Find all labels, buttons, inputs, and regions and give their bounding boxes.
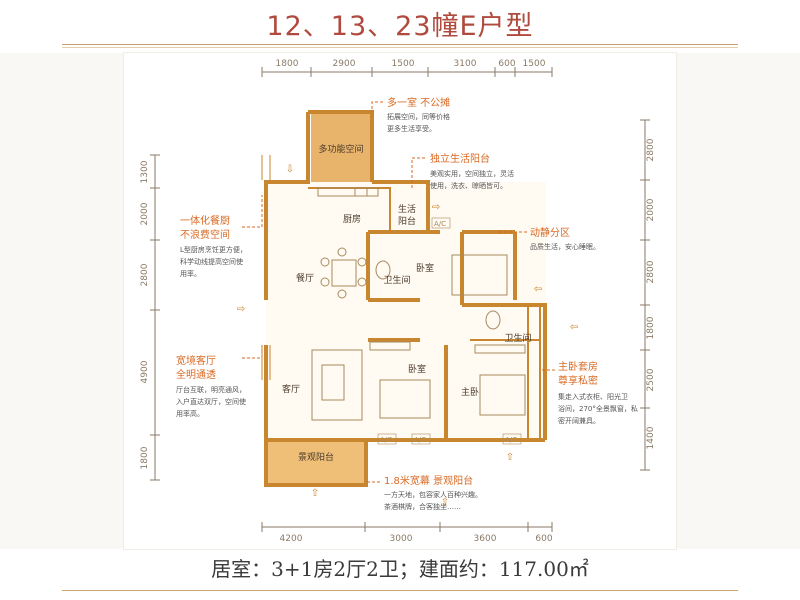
dim-left-2: 2000 [140, 202, 150, 225]
anno-6-body-2: 浴间，270°全景飘窗，私 [558, 404, 638, 413]
dim-top-4: 3100 [454, 59, 477, 69]
svg-text:A/C: A/C [414, 436, 426, 444]
title-divider-secondary [62, 47, 738, 48]
room-balcony-life-2: 阳台 [398, 215, 416, 227]
anno-7-body-2: 茶酒棋牌，合客独坐…… [384, 502, 461, 511]
annotation-living: 宽境客厅 全明通透 厅台互联，明亮通风， 入户直达双厅，空间使 用率高。 [176, 354, 246, 418]
dim-right-3: 2800 [646, 260, 656, 283]
page-title: 12、13、23幢E户型 [266, 11, 534, 42]
svg-text:⇦: ⇦ [534, 284, 542, 295]
anno-6-title2: 尊享私密 [558, 374, 598, 387]
dim-top-5: 600 [498, 59, 515, 69]
unit-summary: 居室：3+1房2厅2卫；建面约：117.00㎡ [211, 557, 589, 581]
airflow-arrows: ⇩ ⇨ ⇦ ⇦ ⇨ ⇧ ⇧ ⇧ [237, 164, 578, 508]
anno-4-body-1: L型厨房烹饪更方便， [180, 245, 247, 254]
dim-right-1: 2800 [646, 138, 656, 161]
anno-4-body-2: 科学动线提高空间使 [180, 257, 243, 266]
anno-6-body-1: 集走入式衣柜、阳光卫 [558, 392, 628, 401]
dim-left-5: 1800 [140, 446, 150, 469]
anno-6-body-3: 密开阔兼具。 [558, 416, 600, 425]
left-margin [0, 53, 124, 549]
svg-text:A/C: A/C [434, 220, 446, 228]
dimension-bottom: 4200 3000 3600 600 [261, 522, 553, 544]
room-living: 客厅 [282, 383, 300, 395]
right-margin [676, 53, 800, 549]
dimension-right: 2800 2000 2800 1800 2500 1400 [640, 119, 656, 471]
view-balcony-room [266, 440, 366, 483]
anno-4-body-3: 用率。 [180, 269, 201, 278]
annotation-master: 主卧套房 尊享私密 集走入式衣柜、阳光卫 浴间，270°全景飘窗，私 密开阔兼具… [558, 360, 638, 425]
multi-function-room [311, 112, 371, 182]
anno-2-body-1: 美观实用，空间独立，灵活 [430, 169, 514, 178]
anno-1-title: 多一室 不公摊 [387, 96, 450, 109]
dim-right-6: 1400 [646, 426, 656, 449]
dim-right-2: 2000 [646, 198, 656, 221]
dim-right-4: 1800 [646, 316, 656, 339]
svg-text:A/C: A/C [380, 436, 392, 444]
floor-area [266, 182, 546, 440]
svg-text:A/C: A/C [505, 436, 517, 444]
dim-right-5: 2500 [646, 368, 656, 391]
annotation-life-balcony: 独立生活阳台 美观实用，空间独立，灵活 使用，洗衣、晾晒皆可。 [430, 152, 514, 190]
dim-top-1: 1800 [276, 59, 299, 69]
dim-left-3: 2800 [140, 263, 150, 286]
anno-4-title: 一体化餐厨 [180, 214, 230, 227]
svg-text:⇧: ⇧ [506, 452, 514, 463]
anno-5-title2: 全明通透 [176, 368, 216, 381]
room-bath2: 卫生间 [504, 332, 531, 344]
dimension-top: 1800 2900 1500 3100 600 1500 [261, 59, 553, 77]
title-divider [62, 44, 738, 45]
annotation-view-balcony: 1.8米宽幕 景观阳台 一方天地，包容家人百种兴趣。 茶酒棋牌，合客独坐…… [384, 474, 482, 511]
room-labels: 多功能空间 厨房 生活 阳台 卫生间 卧室 餐厅 卫生间 客厅 卧室 主卧 景观… [282, 143, 532, 463]
room-bedroom1: 卧室 [416, 262, 434, 274]
walls [264, 110, 547, 487]
ac-labels: A/C A/C A/C A/C [377, 217, 522, 445]
dim-bottom-4: 600 [535, 534, 552, 544]
annotation-zoning: 动静分区 品质生活，安心睡眠。 [530, 226, 600, 251]
anno-7-body-1: 一方天地，包容家人百种兴趣。 [384, 490, 482, 499]
dim-top-6: 1500 [523, 59, 546, 69]
svg-text:⇨: ⇨ [237, 304, 245, 315]
anno-5-body-3: 用率高。 [176, 409, 204, 418]
anno-6-title: 主卧套房 [558, 360, 598, 373]
dim-bottom-3: 3600 [474, 534, 497, 544]
footer-divider [62, 590, 738, 591]
anno-7-title: 1.8米宽幕 景观阳台 [384, 474, 473, 487]
anno-1-body-1: 拓展空间，同等价格 [387, 112, 450, 121]
annotation-kitchen-dining: 一体化餐厨 不浪费空间 L型厨房烹饪更方便， 科学动线提高空间使 用率。 [180, 214, 247, 278]
dim-top-2: 2900 [333, 59, 356, 69]
room-multi: 多功能空间 [318, 143, 363, 155]
svg-text:⇧: ⇧ [311, 488, 319, 499]
annotation-multi-room: 多一室 不公摊 拓展空间，同等价格 更多生活享受。 [387, 96, 450, 133]
furniture [311, 187, 526, 421]
anno-3-body-1: 品质生活，安心睡眠。 [530, 242, 600, 251]
anno-2-title: 独立生活阳台 [430, 152, 490, 165]
anno-2-body-2: 使用，洗衣、晾晒皆可。 [430, 181, 507, 190]
room-bath1: 卫生间 [383, 274, 410, 286]
anno-5-body-2: 入户直达双厅，空间使 [176, 397, 246, 406]
anno-1-body-2: 更多生活享受。 [387, 124, 436, 133]
svg-text:⇨: ⇨ [432, 202, 440, 213]
leader-lines [242, 101, 555, 483]
room-bedroom2: 卧室 [408, 363, 426, 375]
room-view-balcony: 景观阳台 [298, 451, 334, 463]
anno-5-title: 宽境客厅 [176, 354, 216, 367]
svg-text:⇧: ⇧ [441, 497, 449, 508]
dim-left-4: 4900 [140, 360, 150, 383]
dim-bottom-1: 4200 [280, 534, 303, 544]
svg-text:⇩: ⇩ [286, 164, 294, 175]
room-kitchen: 厨房 [343, 213, 361, 225]
anno-3-title: 动静分区 [530, 226, 570, 239]
dim-left-1: 1300 [140, 160, 150, 183]
svg-text:⇦: ⇦ [570, 322, 578, 333]
room-dining: 餐厅 [296, 272, 314, 284]
room-balcony-life-1: 生活 [398, 203, 416, 215]
dimension-left: 1300 2000 2800 4900 1800 [140, 154, 160, 481]
dim-top-3: 1500 [392, 59, 415, 69]
dim-bottom-2: 3000 [390, 534, 413, 544]
room-master: 主卧 [461, 386, 479, 398]
anno-5-body-1: 厅台互联，明亮通风， [176, 385, 246, 394]
anno-4-title2: 不浪费空间 [180, 228, 230, 241]
